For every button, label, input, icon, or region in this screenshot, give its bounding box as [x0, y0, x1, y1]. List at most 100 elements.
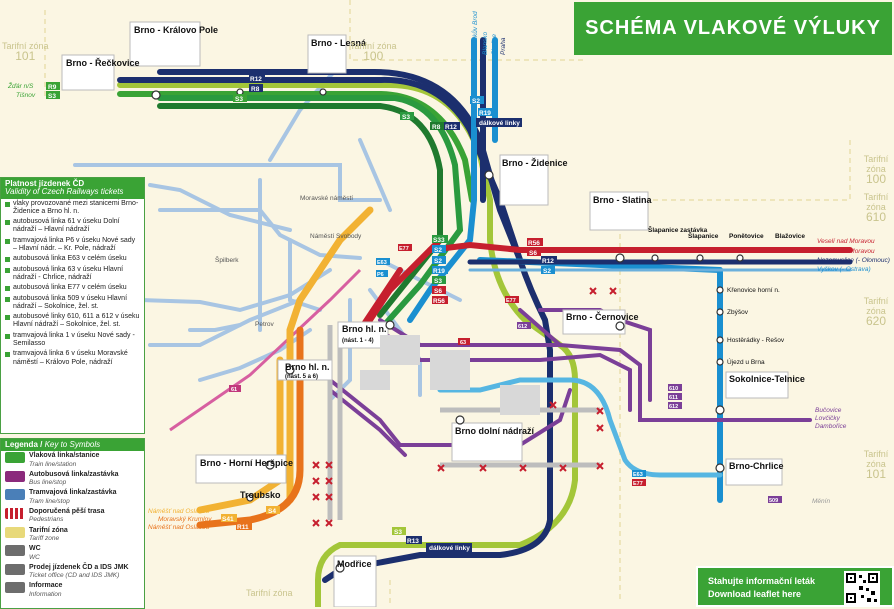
- city-blocks: [360, 335, 540, 415]
- svg-text:R19: R19: [479, 110, 491, 117]
- station-herspice: Brno - Horní Heršpice: [200, 458, 293, 468]
- line-badge: R12: [444, 122, 460, 131]
- svg-text:S4: S4: [268, 508, 276, 515]
- station-reckovice: Brno - Řečkovice: [66, 57, 140, 68]
- destination-labels-vertical: Havlíčkův Brod Blansko Skalice Praha: [471, 11, 507, 55]
- dest-nezamyslice: Nezamyslice (- Olomouc): [817, 257, 890, 264]
- svg-text:S3: S3: [434, 278, 442, 285]
- station-spilberk: Špilberk: [215, 255, 239, 264]
- line-badge: R19: [478, 108, 494, 117]
- station-petrov: Petrov: [255, 321, 275, 328]
- line-badge: dálkové linky: [426, 543, 472, 552]
- line-badge: S2: [432, 245, 446, 254]
- wc-icon: [5, 545, 25, 557]
- dest-damborice: Dambořice: [815, 423, 847, 430]
- train-line-orange: [196, 326, 304, 529]
- validity-item: autobusová linka E63 v celém úseku: [1, 254, 144, 264]
- svg-text:R12: R12: [445, 124, 457, 131]
- svg-text:612: 612: [669, 404, 678, 410]
- tram-symbol-icon: [5, 489, 25, 501]
- svg-text:E77: E77: [399, 246, 409, 252]
- dest-blansko: Blansko: [482, 31, 489, 55]
- closure-crosses: [312, 287, 617, 527]
- line-badge: R12: [541, 256, 557, 265]
- line-badge: S6: [432, 286, 446, 295]
- svg-text:S2: S2: [434, 247, 442, 254]
- line-badge: S4: [266, 506, 280, 515]
- dest-vesely1: Veselí nad Moravou: [817, 238, 875, 245]
- line-badge: S3: [400, 112, 414, 121]
- station-slapanice-z: Šlapanice zastávka: [648, 225, 708, 234]
- validity-item: vlaky provozované mezi stanicemi Brno-Ži…: [1, 199, 144, 218]
- svg-text:S2: S2: [472, 98, 480, 105]
- svg-text:dálkové linky: dálkové linky: [479, 120, 520, 127]
- svg-text:S3: S3: [48, 93, 56, 100]
- svg-text:R56: R56: [433, 298, 445, 305]
- dest-bucovice: Bučovice: [815, 407, 842, 414]
- bus-badge: 612: [668, 402, 682, 410]
- svg-text:R11: R11: [237, 524, 249, 531]
- bus-badge: 61: [229, 385, 241, 393]
- bus-badge: 63: [458, 338, 470, 346]
- line-badge: S3: [392, 527, 406, 536]
- line-badge: R56: [432, 296, 448, 305]
- dest-lovcicky: Lovčičky: [815, 415, 841, 422]
- dest-namest2: Náměšť nad Oslavou: [148, 524, 210, 531]
- validity-item: autobusová linka 63 v úseku Hlavní nádra…: [1, 265, 144, 284]
- station-chrlice: Brno-Chrlice: [729, 461, 784, 471]
- qr-code-icon[interactable]: [844, 571, 880, 605]
- svg-text:61: 61: [231, 387, 237, 393]
- dest-vyskov: Vyškov (- Ostrava): [817, 266, 871, 273]
- station-troubsko: Troubsko: [240, 490, 281, 500]
- validity-item: tramvajová linka P6 v úseku Nové sady – …: [1, 236, 144, 255]
- svg-text:S41: S41: [222, 516, 234, 523]
- svg-text:612: 612: [518, 324, 527, 330]
- validity-item: autobusové linky 610, 611 a 612 v úseku …: [1, 312, 144, 331]
- line-badge: S41: [221, 514, 237, 523]
- download-leaflet-banner[interactable]: Stahujte informační leták Download leafl…: [696, 566, 894, 607]
- validity-item: autobusová linka 61 v úseku Dolní nádraž…: [1, 217, 144, 236]
- dest-skalice: Skalice: [491, 34, 498, 55]
- svg-text:S2: S2: [434, 258, 442, 265]
- line-badge: R11: [236, 522, 252, 531]
- station-modrice: Modřice: [337, 559, 372, 569]
- bus-badge: 612: [517, 322, 531, 330]
- dest-tisnov: Tišnov: [16, 92, 36, 99]
- line-labels: R9 S3 R12 R8 S3 S3 R8 R12 S2 R19 S2 R56 …: [46, 74, 557, 552]
- svg-text:R8: R8: [251, 86, 260, 93]
- station-moravske-nam: Moravské náměstí: [300, 195, 353, 202]
- validity-item: autobusová linka 509 v úseku Hlavní nádr…: [1, 294, 144, 313]
- line-badge: S2: [470, 96, 484, 105]
- legend-panel-header: Legenda / Key to Symbols: [1, 439, 144, 452]
- svg-text:S3: S3: [394, 529, 402, 536]
- line-badge: R19: [432, 266, 448, 275]
- station-hln-1-4: Brno hl. n.: [342, 324, 387, 334]
- page-title: SCHÉMA VLAKOVÉ VÝLUKY: [574, 2, 892, 55]
- dest-havlickuv: Havlíčkův Brod: [471, 11, 479, 55]
- line-badge: S3: [233, 94, 247, 103]
- bus-badges: E77 E63 P6 61 63 E77 612 610 611 612 E63…: [229, 244, 782, 504]
- bus-badge: E63: [632, 470, 646, 478]
- station-markers: [151, 88, 744, 573]
- station-ujezd: Újezd u Brna: [727, 357, 765, 366]
- svg-text:R8: R8: [432, 124, 441, 131]
- line-badge: S2: [432, 256, 446, 265]
- station-dolni: Brno dolní nádraží: [455, 426, 535, 436]
- station-cernovice: Brno - Černovice: [566, 311, 639, 322]
- svg-text:R12: R12: [250, 76, 262, 83]
- svg-text:S3: S3: [402, 114, 410, 121]
- line-badge: R56: [527, 238, 543, 247]
- svg-text:dálkové linky: dálkové linky: [429, 545, 470, 552]
- station-sokolnice: Sokolnice-Telnice: [729, 374, 805, 384]
